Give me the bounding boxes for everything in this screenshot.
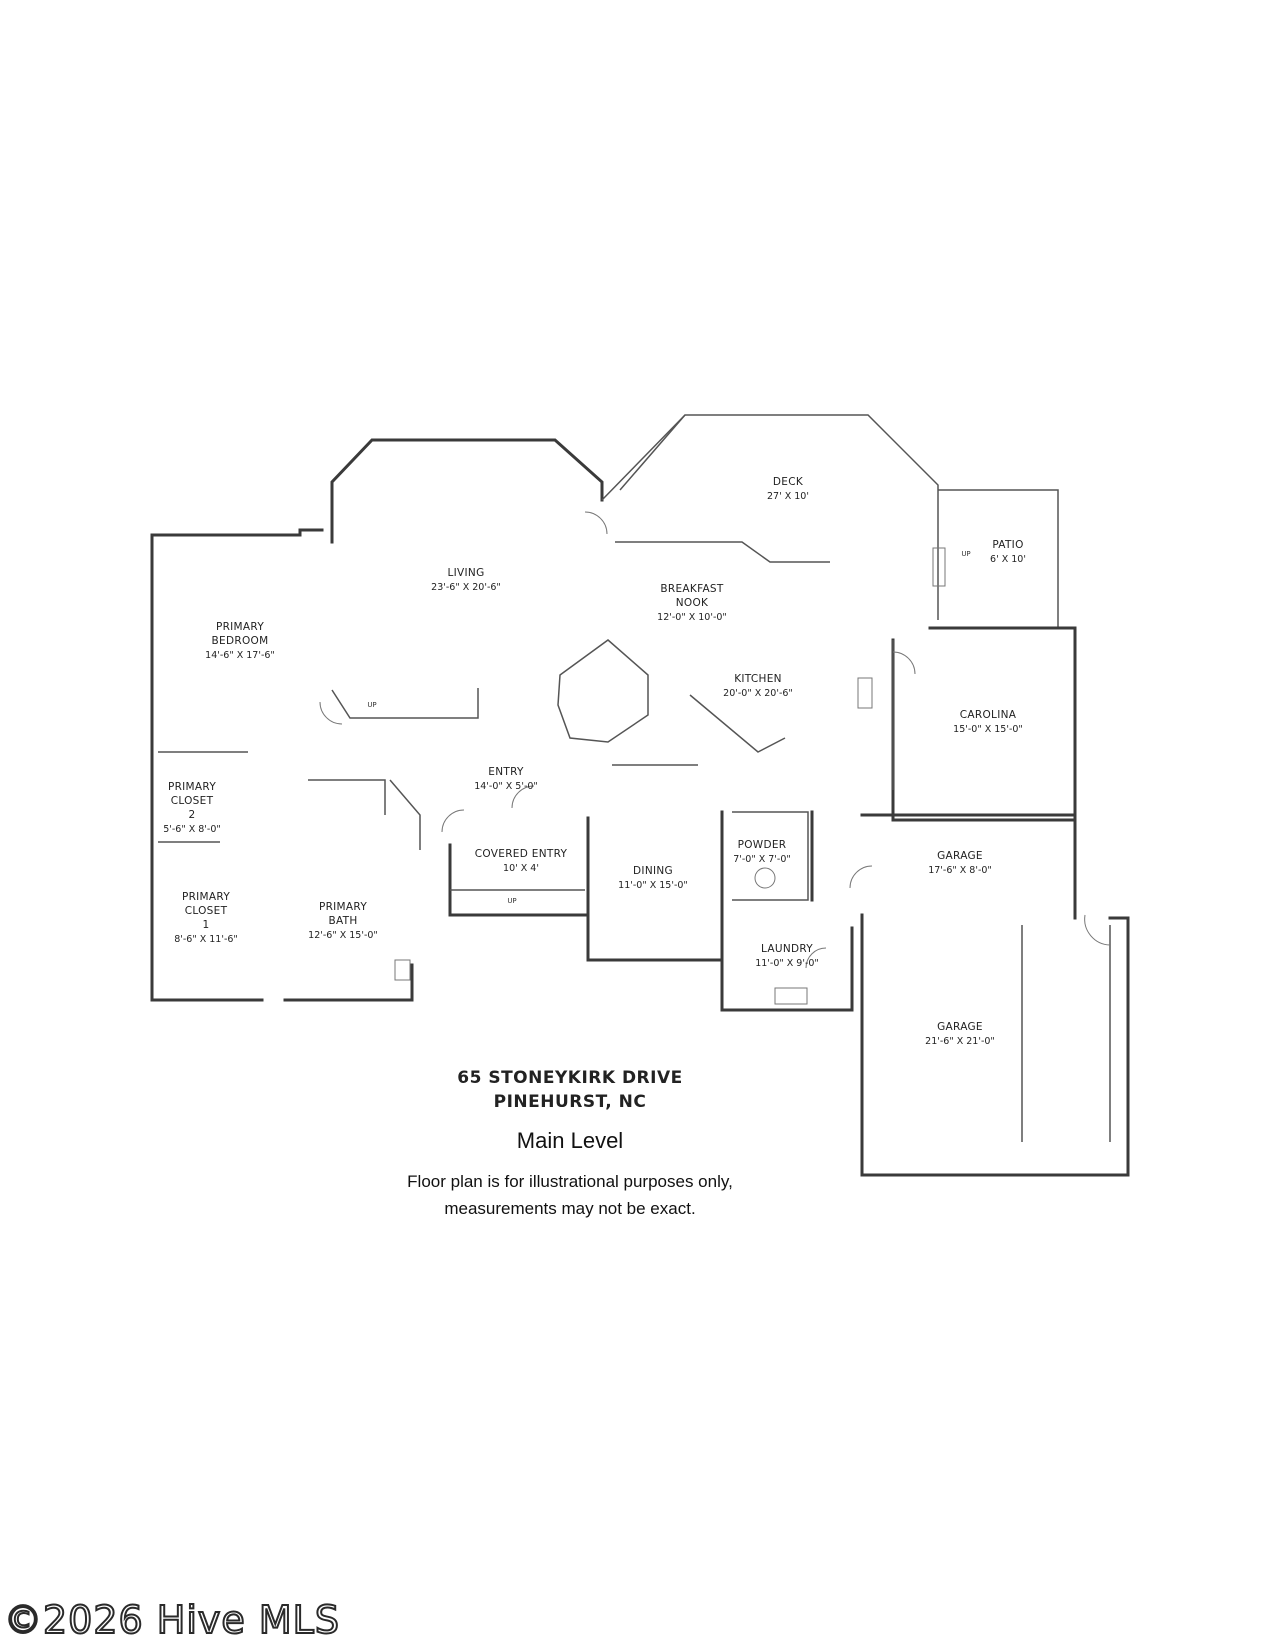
door-swings (319, 511, 1111, 969)
svg-text:LIVING: LIVING (447, 567, 484, 579)
svg-text:KITCHEN: KITCHEN (734, 673, 782, 685)
carolina-label: CAROLINA 15'-0" X 15'-0" (953, 709, 1023, 735)
svg-text:10' X 4': 10' X 4' (503, 863, 539, 874)
breakfast-nook-label: BREAKFAST NOOK 12'-0" X 10'-0" (657, 583, 727, 623)
stair-labels: UP UP UP (367, 550, 970, 905)
svg-text:BEDROOM: BEDROOM (212, 635, 269, 647)
svg-text:15'-0" X 15'-0": 15'-0" X 15'-0" (953, 724, 1023, 735)
svg-text:27' X 10': 27' X 10' (767, 491, 809, 502)
svg-text:20'-0" X 20'-6": 20'-0" X 20'-6" (723, 688, 793, 699)
svg-text:GARAGE: GARAGE (937, 1021, 983, 1033)
laundry-label: LAUNDRY 11'-0" X 9'-0" (755, 943, 819, 969)
svg-text:CAROLINA: CAROLINA (960, 709, 1017, 721)
kitchen-label: KITCHEN 20'-0" X 20'-6" (723, 673, 793, 699)
address-line-2: PINEHURST, NC (493, 1092, 647, 1112)
svg-text:11'-0" X 15'-0": 11'-0" X 15'-0" (618, 880, 688, 891)
svg-text:2: 2 (189, 809, 196, 821)
svg-text:POWDER: POWDER (738, 839, 787, 851)
patio-label: PATIO 6' X 10' (990, 539, 1026, 565)
disclaimer-line-1: Floor plan is for illustrational purpose… (407, 1172, 733, 1191)
svg-text:PRIMARY: PRIMARY (319, 901, 367, 913)
svg-text:PRIMARY: PRIMARY (168, 781, 216, 793)
svg-text:BREAKFAST: BREAKFAST (660, 583, 724, 595)
fixtures (394, 547, 946, 1005)
svg-text:7'-0" X 7'-0": 7'-0" X 7'-0" (733, 854, 791, 865)
primary-bath-label: PRIMARY BATH 12'-6" X 15'-0" (308, 901, 378, 941)
entry-label: ENTRY 14'-0" X 5'-0" (474, 766, 538, 792)
dining-label: DINING 11'-0" X 15'-0" (618, 865, 688, 891)
svg-text:12'-0" X 10'-0": 12'-0" X 10'-0" (657, 612, 727, 623)
svg-text:12'-6" X 15'-0": 12'-6" X 15'-0" (308, 930, 378, 941)
svg-text:ENTRY: ENTRY (488, 766, 524, 778)
address-line-1: 65 STONEYKIRK DRIVE (457, 1068, 683, 1088)
svg-text:NOOK: NOOK (676, 597, 709, 609)
svg-text:23'-6" X 20'-6": 23'-6" X 20'-6" (431, 582, 501, 593)
svg-text:UP: UP (961, 550, 970, 558)
level-title: Main Level (516, 1128, 624, 1153)
svg-text:LAUNDRY: LAUNDRY (761, 943, 813, 955)
primary-closet-1-label: PRIMARY CLOSET 1 8'-6" X 11'-6" (174, 891, 238, 945)
garage-lower-label: GARAGE 21'-6" X 21'-0" (925, 1021, 995, 1047)
svg-text:BATH: BATH (328, 915, 357, 927)
svg-text:CLOSET: CLOSET (171, 795, 214, 807)
room-labels: DECK 27' X 10' PATIO 6' X 10' LIVING 23'… (163, 476, 1026, 1047)
svg-text:DINING: DINING (633, 865, 673, 877)
svg-text:21'-6" X 21'-0": 21'-6" X 21'-0" (925, 1036, 995, 1047)
primary-bedroom-label: PRIMARY BEDROOM 14'-6" X 17'-6" (205, 621, 275, 661)
svg-text:17'-6" X 8'-0": 17'-6" X 8'-0" (928, 865, 992, 876)
svg-text:PRIMARY: PRIMARY (216, 621, 264, 633)
living-label: LIVING 23'-6" X 20'-6" (431, 567, 501, 593)
svg-text:UP: UP (367, 701, 376, 709)
svg-text:14'-0" X 5'-0": 14'-0" X 5'-0" (474, 781, 538, 792)
exterior-walls (150, 414, 1130, 1177)
svg-text:6' X 10': 6' X 10' (990, 554, 1026, 565)
garage-upper-label: GARAGE 17'-6" X 8'-0" (928, 850, 992, 876)
svg-text:COVERED ENTRY: COVERED ENTRY (475, 848, 568, 860)
svg-text:CLOSET: CLOSET (185, 905, 228, 917)
svg-text:11'-0" X 9'-0": 11'-0" X 9'-0" (755, 958, 819, 969)
primary-closet-2-label: PRIMARY CLOSET 2 5'-6" X 8'-0" (163, 781, 221, 835)
disclaimer-line-2: measurements may not be exact. (444, 1199, 696, 1218)
svg-text:UP: UP (507, 897, 516, 905)
svg-text:8'-6" X 11'-6": 8'-6" X 11'-6" (174, 934, 238, 945)
deck-label: DECK 27' X 10' (767, 476, 809, 502)
svg-text:5'-6" X 8'-0": 5'-6" X 8'-0" (163, 824, 221, 835)
svg-text:PATIO: PATIO (992, 539, 1023, 551)
copyright-watermark: ©2026 Hive MLS (3, 1597, 340, 1643)
covered-entry-label: COVERED ENTRY 10' X 4' (475, 848, 568, 874)
svg-text:PRIMARY: PRIMARY (182, 891, 230, 903)
svg-text:DECK: DECK (773, 476, 804, 488)
svg-text:1: 1 (203, 919, 210, 931)
svg-text:GARAGE: GARAGE (937, 850, 983, 862)
svg-text:14'-6" X 17'-6": 14'-6" X 17'-6" (205, 650, 275, 661)
powder-label: POWDER 7'-0" X 7'-0" (733, 839, 791, 865)
